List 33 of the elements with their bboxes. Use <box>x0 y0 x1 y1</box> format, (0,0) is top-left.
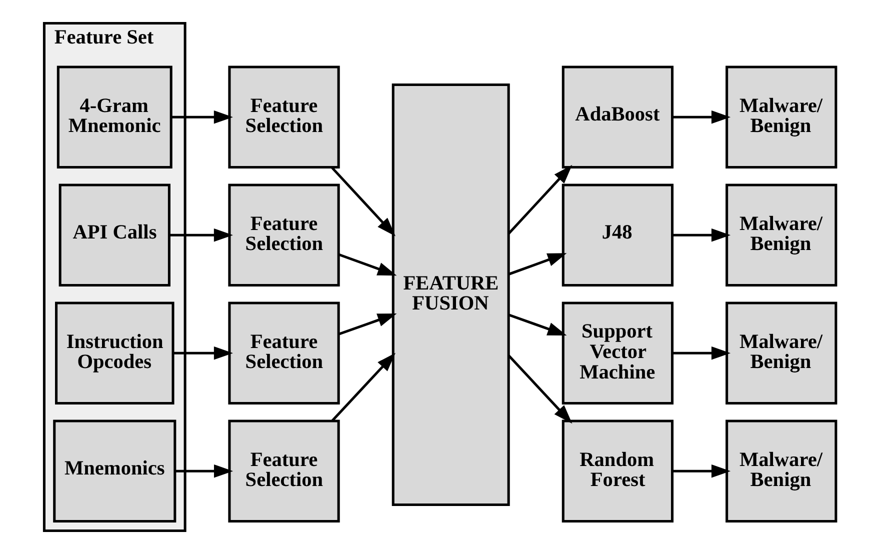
node-box: FEATURE FUSION <box>392 84 510 506</box>
node-box: Support Vector Machine <box>562 302 674 404</box>
node-box: Malware/ Benign <box>726 302 838 404</box>
arrow <box>173 346 233 360</box>
node-box: Feature Selection <box>228 184 340 287</box>
node-box: Feature Selection <box>228 420 340 522</box>
arrow <box>508 314 567 336</box>
arrow <box>170 228 233 242</box>
arrow <box>672 110 731 124</box>
arrow <box>331 352 396 422</box>
node-box: Mnemonics <box>53 420 176 522</box>
node-box: Feature Selection <box>228 302 340 404</box>
arrow <box>171 110 233 124</box>
arrow <box>672 228 731 242</box>
node-box: API Calls <box>58 184 170 287</box>
arrow <box>338 314 397 336</box>
arrow <box>508 354 572 424</box>
arrow <box>672 464 731 478</box>
arrow <box>338 253 397 276</box>
node-box: AdaBoost <box>562 66 674 169</box>
node-box: Feature Selection <box>228 66 340 169</box>
node-box: Malware/ Benign <box>726 184 838 287</box>
arrow <box>175 464 234 478</box>
arrow <box>508 164 572 234</box>
node-box: Malware/ Benign <box>726 66 838 169</box>
node-box: Random Forest <box>562 420 674 522</box>
node-box: Malware/ Benign <box>726 420 838 522</box>
arrow <box>508 253 567 276</box>
node-box: J48 <box>562 184 674 287</box>
node-box: 4-Gram Mnemonic <box>56 66 172 169</box>
node-box: Instruction Opcodes <box>55 302 174 404</box>
arrow <box>672 346 731 360</box>
arrow <box>331 166 396 236</box>
